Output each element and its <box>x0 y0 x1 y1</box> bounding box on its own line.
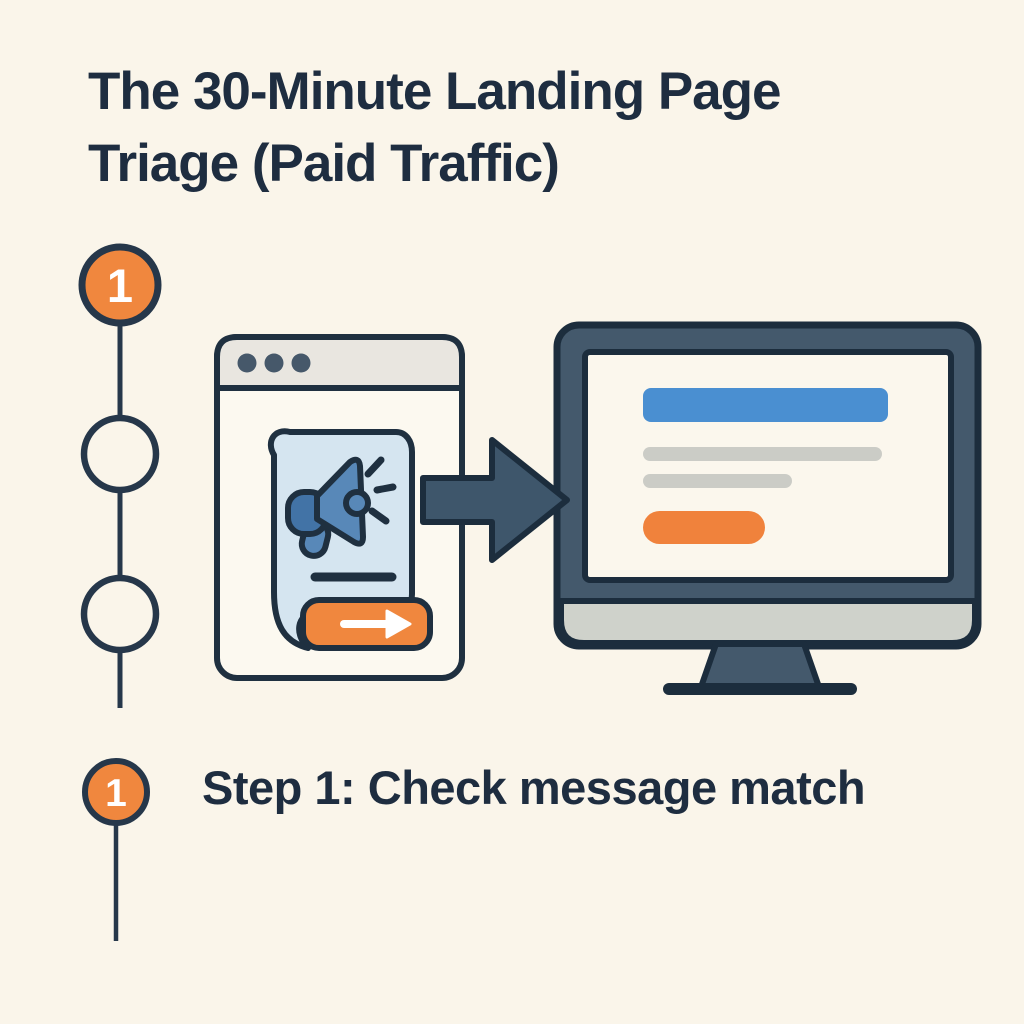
monitor-chin <box>558 598 978 646</box>
timeline-step-1-number: 1 <box>107 259 133 312</box>
text-line-short <box>643 474 792 488</box>
timeline-step-2 <box>80 414 160 494</box>
browser-titlebar <box>214 334 465 391</box>
ad-cta-button <box>300 597 433 651</box>
monitor-stand <box>698 641 822 690</box>
flow-arrow-icon <box>420 437 570 563</box>
browser-dot-icon <box>264 353 284 373</box>
browser-dot-icon <box>237 353 257 373</box>
badge-number: 1 <box>105 772 127 815</box>
browser-dot-icon <box>291 353 311 373</box>
badge-circle <box>82 758 150 826</box>
right-arrow-icon <box>340 609 412 639</box>
timeline-step-1-active <box>78 243 162 327</box>
megaphone-icon <box>285 456 397 559</box>
step-callout-badge: 1 <box>82 758 150 941</box>
progress-timeline: 1 <box>78 243 162 708</box>
timeline-step-3 <box>80 574 160 654</box>
headline-bar <box>643 388 888 422</box>
step-label: Step 1: Check message match <box>202 761 866 814</box>
text-line <box>643 447 882 461</box>
cta-pill <box>643 511 765 544</box>
monitor-screen <box>582 349 954 583</box>
monitor-base <box>663 683 857 695</box>
landing-page-monitor <box>553 321 982 695</box>
page-title: The 30-Minute Landing Page Triage (Paid … <box>88 62 782 193</box>
sound-waves-icon <box>364 456 397 525</box>
